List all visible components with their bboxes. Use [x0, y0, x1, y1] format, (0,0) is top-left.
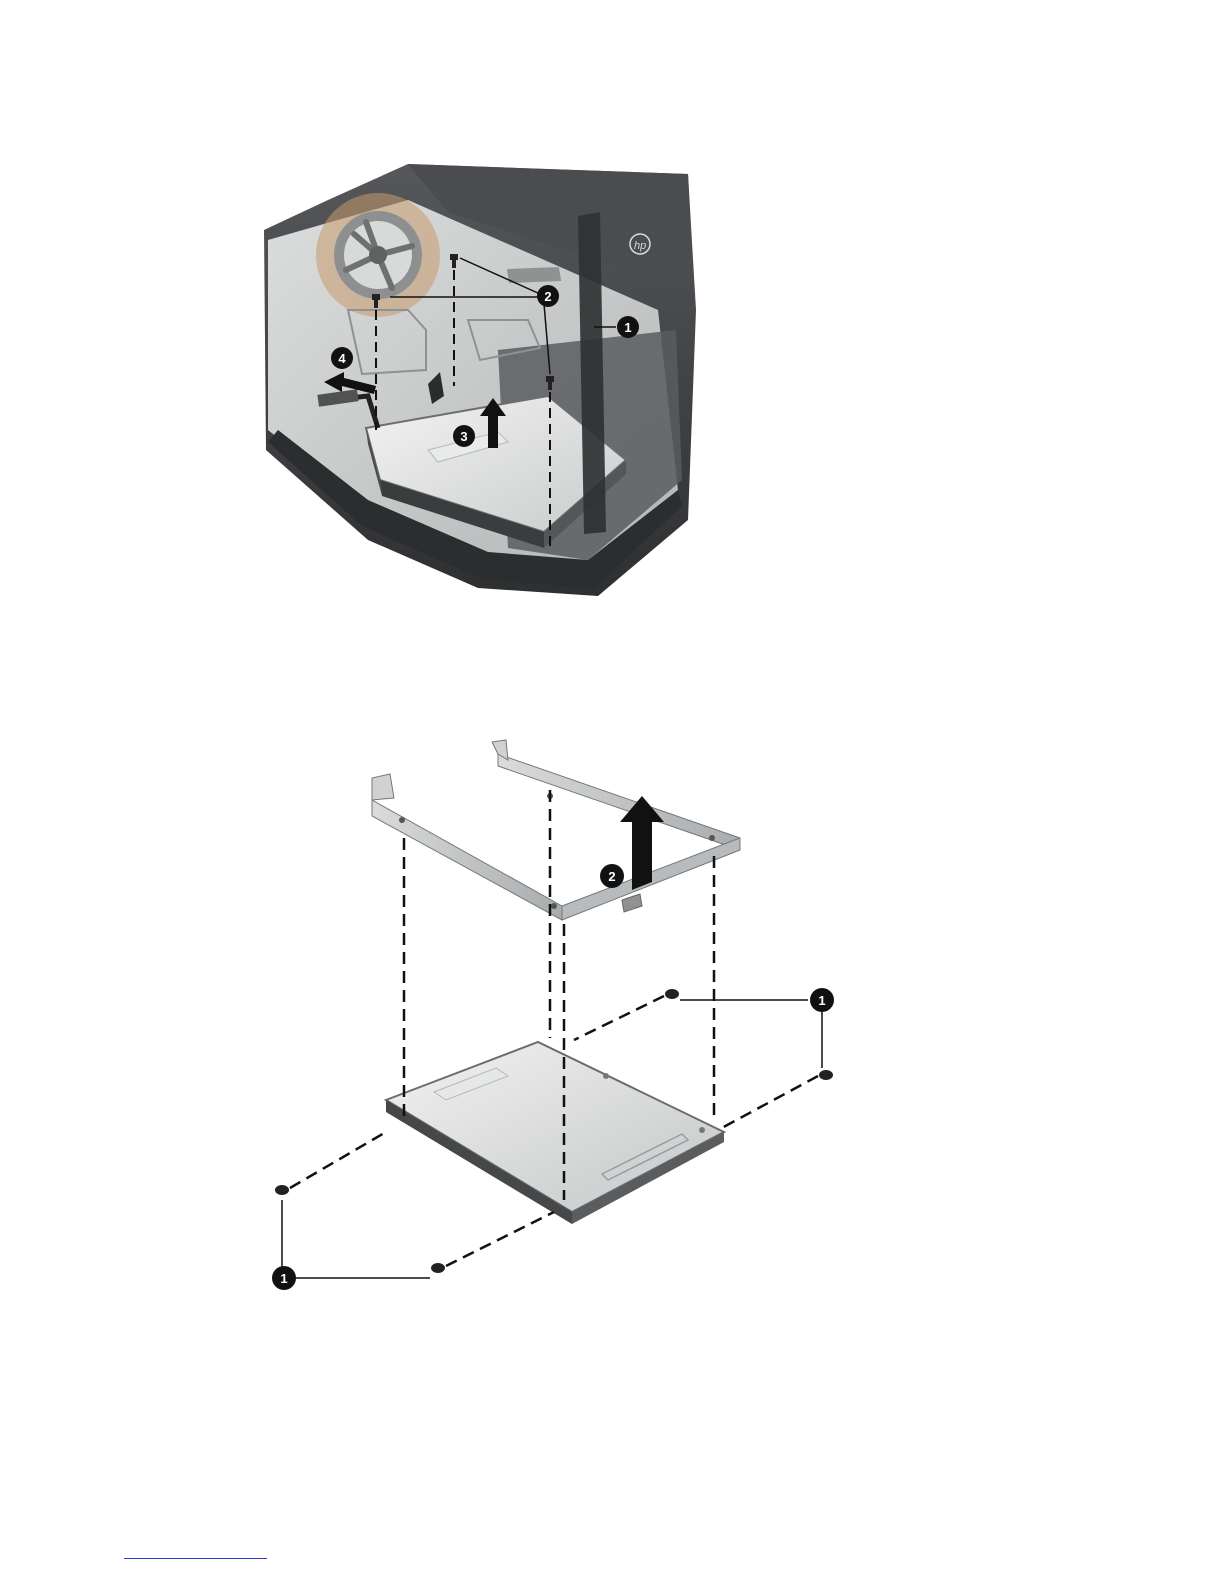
- callout-2-label: 2: [608, 869, 615, 884]
- callout-1-left-label: 1: [280, 1271, 287, 1286]
- callout-4: 4: [331, 347, 353, 369]
- callout-2: 2: [600, 864, 624, 888]
- callout-1-left: 1: [272, 1266, 296, 1290]
- callout-2-label: 2: [544, 289, 551, 304]
- drive-bracket-removal-illustration: 1 1 2: [262, 738, 846, 1298]
- callout-1-label: 1: [624, 320, 631, 335]
- svg-text:hp: hp: [634, 240, 646, 252]
- hard-drive-removal-illustration: hp: [258, 160, 702, 600]
- hard-drive: [386, 1042, 724, 1224]
- callout-1-right-label: 1: [818, 993, 825, 1008]
- callout-4-label: 4: [338, 351, 346, 366]
- callout-3-label: 3: [460, 429, 467, 444]
- footer-link-underline: [124, 1558, 267, 1559]
- drive-bracket-removal-svg: 1 1 2: [262, 738, 846, 1298]
- hard-drive-bracket: [372, 740, 740, 920]
- callout-2: 2: [537, 285, 559, 307]
- callout-3: 3: [453, 425, 475, 447]
- callout-1: 1: [617, 316, 639, 338]
- hard-drive-removal-svg: hp: [258, 160, 702, 600]
- callout-1-right: 1: [810, 988, 834, 1012]
